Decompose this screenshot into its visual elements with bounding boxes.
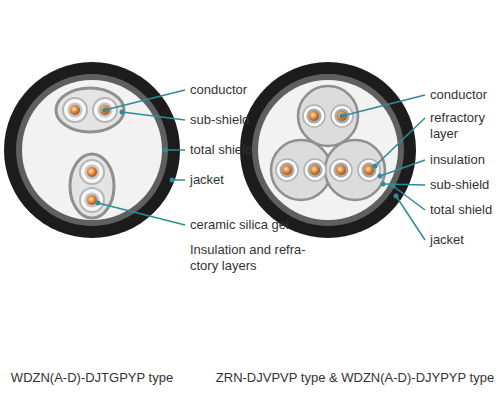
leader-line	[383, 184, 425, 185]
leader-line	[165, 149, 185, 151]
part-label: jacket	[190, 172, 224, 188]
part-label: sub-shield	[430, 177, 489, 193]
conductor-symbol	[331, 105, 353, 127]
conductor-symbol	[80, 188, 104, 212]
part-label: total shield	[430, 202, 492, 218]
sub-shield-oval	[56, 88, 124, 132]
part-label: Insulation and refra- ctory layers	[190, 242, 318, 274]
leader-line	[375, 118, 425, 166]
total-shield-ring	[16, 74, 168, 226]
conductor-symbol	[330, 159, 352, 181]
conductor-symbol	[93, 98, 117, 122]
sub-shield-circle	[298, 86, 358, 146]
leader-line	[396, 196, 425, 240]
part-label: conductor	[430, 87, 487, 103]
part-label: ceramic silica gel	[190, 217, 289, 233]
sub-shield-oval	[70, 154, 114, 218]
leader-lines	[98, 90, 425, 240]
leader-dot	[391, 184, 396, 189]
leader-line	[342, 95, 425, 116]
part-label: insulation	[430, 152, 485, 168]
conductor-symbol	[63, 98, 87, 122]
leader-dot	[381, 182, 386, 187]
conductor-symbol	[358, 159, 380, 181]
leader-dot	[378, 174, 383, 179]
leader-dots	[96, 108, 399, 206]
cable-core	[258, 80, 398, 220]
leader-dot	[103, 108, 108, 113]
leader-line	[380, 160, 425, 176]
part-label: total shield	[190, 142, 252, 158]
right-cable	[240, 62, 416, 238]
part-label: sub-shield	[190, 112, 249, 128]
leader-dot	[394, 194, 399, 199]
conductor-symbol	[80, 160, 104, 184]
left-cable	[4, 62, 180, 238]
conductor-symbol	[304, 159, 326, 181]
figure-caption: ZRN-DJVPVP type & WDZN(A-D)-DJYPYP type	[214, 370, 496, 386]
figure-caption: WDZN(A-D)-DJTGPYP type	[2, 370, 182, 386]
leader-dot	[373, 164, 378, 169]
part-label: jacket	[430, 232, 464, 248]
leader-line	[122, 112, 185, 120]
part-label: refractory layer	[430, 110, 494, 142]
leader-line	[98, 203, 185, 225]
leader-dot	[170, 178, 175, 183]
leader-line	[105, 90, 185, 110]
total-shield-ring	[252, 74, 404, 226]
leader-dot	[96, 201, 101, 206]
sub-shield-circle	[271, 140, 331, 200]
leader-dot	[120, 110, 125, 115]
sub-shield-circle	[325, 140, 385, 200]
leader-dot	[340, 114, 345, 119]
jacket-ring	[4, 62, 180, 238]
leader-dot	[163, 148, 168, 153]
conductor-symbol	[276, 159, 298, 181]
conductor-symbol	[303, 105, 325, 127]
part-label: conductor	[190, 82, 247, 98]
jacket-ring	[240, 62, 416, 238]
